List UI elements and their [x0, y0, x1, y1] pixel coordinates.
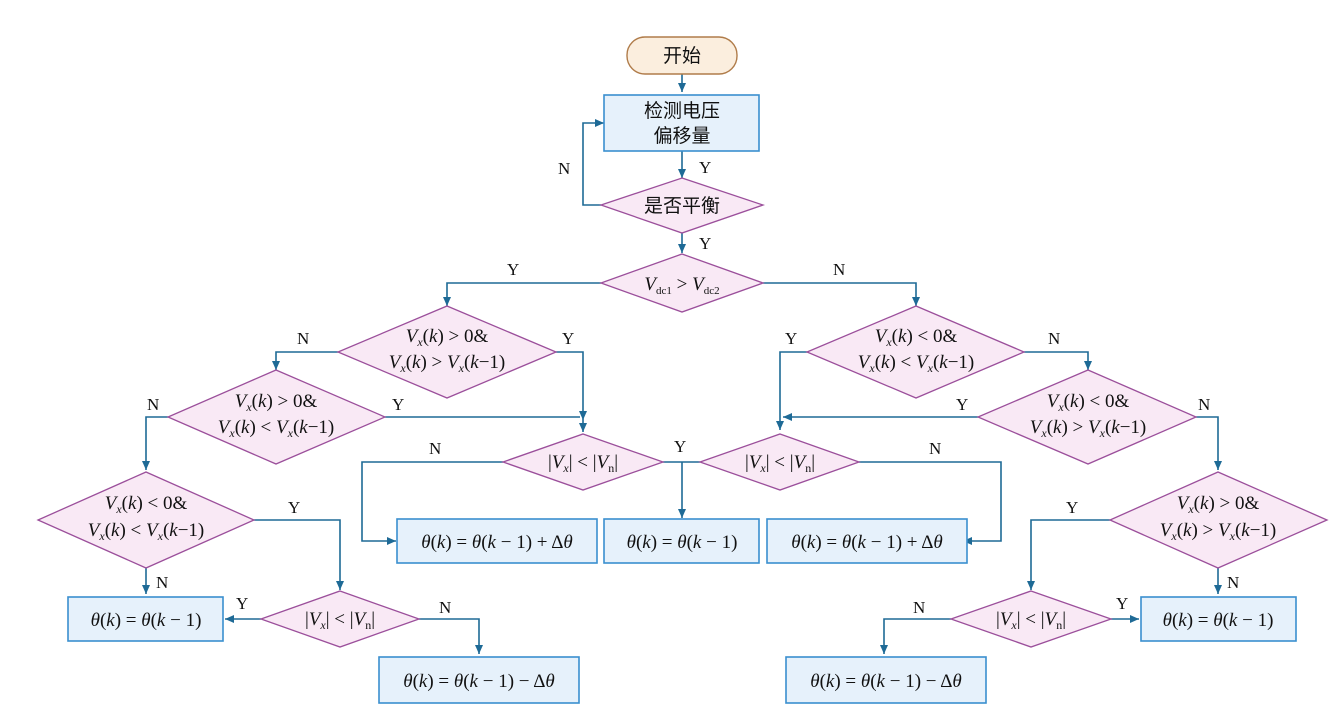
arrow-dr3-yes — [1027, 519, 1110, 590]
label-n-cmpR: N — [929, 439, 941, 458]
abs-compare-center-right — [698, 433, 861, 491]
balanced-decision — [598, 177, 766, 234]
dl2-line1: Vx(k) > 0& — [235, 391, 318, 414]
balanced-label: 是否平衡 — [644, 195, 720, 217]
arrow-dl1-no — [272, 351, 338, 370]
vdc-compare-decision — [599, 253, 765, 313]
label-y-dl3: Y — [288, 498, 300, 517]
dr2-line1: Vx(k) < 0& — [1047, 391, 1130, 414]
cmp-lower-left-label: |Vx| < |Vn| — [305, 609, 375, 632]
result-inc-left — [396, 518, 598, 564]
label-n-dr1: N — [1048, 329, 1060, 348]
label-y-dl2: Y — [392, 395, 404, 414]
result-hold-right — [1140, 596, 1297, 642]
dl3-line2: Vx(k) < Vx(k−1) — [88, 520, 205, 543]
detect-label-line1: 检测电压 — [644, 100, 720, 122]
dl3-line1: Vx(k) < 0& — [105, 493, 188, 516]
result-hold-left-label: θ(k) = θ(k − 1) — [91, 610, 202, 631]
cmp-center-left-label: |Vx| < |Vn| — [548, 452, 618, 475]
decision-right-1 — [805, 305, 1026, 399]
decision-left-3 — [36, 471, 256, 569]
decision-right-2 — [976, 369, 1198, 465]
label-n-dr2: N — [1198, 395, 1210, 414]
arrow-cmpL-no — [361, 461, 503, 545]
start-node — [626, 36, 738, 75]
result-inc-right-label: θ(k) = θ(k − 1) + Δθ — [791, 532, 943, 553]
decision-right-3 — [1108, 471, 1329, 569]
dr3-line1: Vx(k) > 0& — [1177, 493, 1260, 516]
label-n-dl1: N — [297, 329, 309, 348]
result-dec-right-label: θ(k) = θ(k − 1) − Δθ — [810, 671, 962, 692]
label-y-dr3: Y — [1066, 498, 1078, 517]
detect-label-line2: 偏移量 — [653, 125, 710, 147]
arrow-dl2-no — [142, 416, 168, 470]
arrow-vdc-yes — [443, 282, 601, 306]
abs-compare-lower-left — [259, 590, 421, 648]
arrow-cmpR-no — [859, 461, 1002, 545]
cmp-center-right-label: |Vx| < |Vn| — [745, 452, 815, 475]
dr1-line1: Vx(k) < 0& — [875, 326, 958, 349]
label-y-dr2: Y — [956, 395, 968, 414]
dr1-line2: Vx(k) < Vx(k−1) — [858, 352, 975, 375]
label-y-balanced: Y — [699, 234, 711, 253]
dl1-line1: Vx(k) > 0& — [406, 326, 489, 349]
result-dec-left — [378, 656, 580, 704]
arrow-cmpLL-no — [419, 618, 483, 654]
label-y-cmpRR: Y — [1116, 594, 1128, 613]
label-n-balanced: N — [558, 159, 570, 178]
detect-offset-box — [603, 94, 760, 152]
connectors — [142, 74, 1222, 654]
result-inc-right — [766, 518, 968, 564]
arrow-balanced-no-loop — [582, 119, 604, 206]
arrow-cmpRR-no — [880, 618, 951, 654]
arrow-dr1-no — [1024, 351, 1092, 370]
dl2-line2: Vx(k) < Vx(k−1) — [218, 417, 335, 440]
label-y-cmp: Y — [674, 437, 686, 456]
label-y-vdc: Y — [507, 260, 519, 279]
label-n-cmpLL: N — [439, 598, 451, 617]
label-y-detect: Y — [699, 158, 711, 177]
result-hold-left — [67, 596, 224, 642]
result-dec-right — [785, 656, 987, 704]
decision-left-1 — [336, 305, 558, 399]
label-y-cmpLL: Y — [236, 594, 248, 613]
arrow-dr1-yes — [776, 351, 807, 430]
branch-labels: Y N Y Y N N Y Y N N Y Y N N Y N Y Y N N … — [147, 158, 1239, 617]
result-hold-center — [603, 518, 760, 564]
decision-left-2 — [166, 369, 387, 465]
label-y-dr1: Y — [785, 329, 797, 348]
label-n-vdc: N — [833, 260, 845, 279]
dl1-line2: Vx(k) > Vx(k−1) — [389, 352, 506, 375]
label-y-dl1: Y — [562, 329, 574, 348]
label-n-cmpRR: N — [913, 598, 925, 617]
dr3-line2: Vx(k) > Vx(k−1) — [1160, 520, 1277, 543]
arrow-dl3-yes — [254, 519, 344, 590]
dr2-line2: Vx(k) > Vx(k−1) — [1030, 417, 1147, 440]
result-inc-left-label: θ(k) = θ(k − 1) + Δθ — [421, 532, 573, 553]
start-label: 开始 — [663, 45, 701, 67]
result-hold-center-label: θ(k) = θ(k − 1) — [627, 532, 738, 553]
arrow-dl1-yes — [556, 351, 587, 420]
abs-compare-lower-right — [949, 590, 1113, 648]
result-hold-right-label: θ(k) = θ(k − 1) — [1163, 610, 1274, 631]
arrow-vdc-no — [763, 282, 920, 306]
vdc-compare-label: Vdc1 > Vdc2 — [644, 274, 719, 297]
label-n-dr3: N — [1227, 573, 1239, 592]
label-n-dl2: N — [147, 395, 159, 414]
cmp-lower-right-label: |Vx| < |Vn| — [996, 609, 1066, 632]
result-dec-left-label: θ(k) = θ(k − 1) − Δθ — [403, 671, 555, 692]
label-n-dl3: N — [156, 573, 168, 592]
arrow-dr2-no — [1196, 416, 1222, 470]
abs-compare-center-left — [501, 433, 665, 491]
label-n-cmpL: N — [429, 439, 441, 458]
